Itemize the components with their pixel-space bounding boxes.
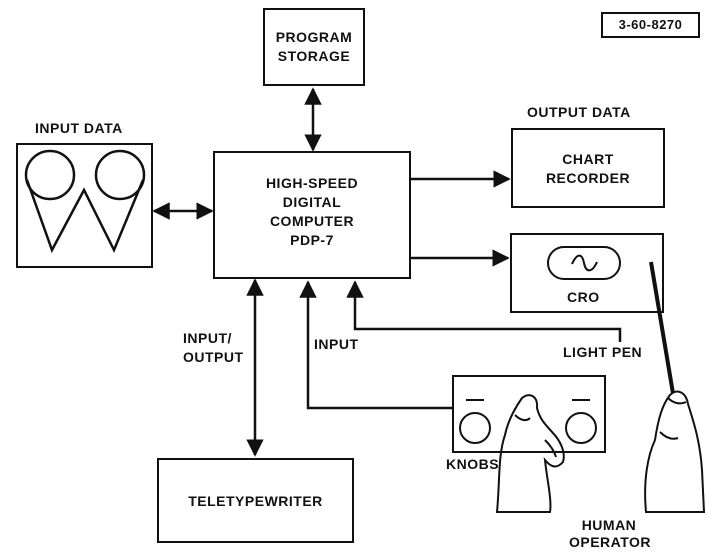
arrow-lightpen-computer [346, 280, 622, 342]
light-pen-label: LIGHT PEN [563, 344, 643, 360]
chart-recorder-line2: RECORDER [545, 170, 631, 186]
human-operator-line1: HUMAN [581, 517, 637, 533]
computer-box: HIGH-SPEED DIGITAL COMPUTER PDP-7 [213, 151, 411, 279]
chart-recorder-box: CHART RECORDER [511, 128, 665, 208]
computer-line2: DIGITAL [282, 194, 342, 210]
io-label-line2: OUTPUT [183, 349, 244, 365]
figure-id: 3-60-8270 [618, 17, 683, 32]
computer-line1: HIGH-SPEED [265, 175, 359, 191]
arrow-knobs-computer [299, 280, 452, 410]
tape-unit-box [16, 143, 153, 268]
teletypewriter-label: TELETYPEWRITER [188, 493, 323, 509]
input-label: INPUT [314, 336, 359, 352]
program-storage-line2: STORAGE [277, 48, 351, 64]
knob-panel-icon [459, 399, 597, 444]
io-label-line1: INPUT/ [183, 330, 232, 346]
operator-hands-icon [495, 390, 706, 513]
program-storage-line1: PROGRAM [275, 29, 353, 45]
output-data-label: OUTPUT DATA [527, 104, 631, 120]
cro-screen-icon [547, 246, 621, 280]
figure-id-tag: 3-60-8270 [601, 12, 700, 38]
cro-box [510, 233, 664, 313]
knobs-label: KNOBS [446, 456, 500, 472]
program-storage-box: PROGRAM STORAGE [263, 8, 365, 86]
tape-reels-icon [24, 149, 146, 254]
cro-label: CRO [567, 289, 600, 305]
computer-line3: COMPUTER [269, 213, 355, 229]
computer-line4: PDP-7 [290, 232, 334, 248]
knobs-panel-box [452, 375, 606, 453]
chart-recorder-line1: CHART [562, 151, 614, 167]
teletypewriter-box: TELETYPEWRITER [157, 458, 354, 543]
input-data-label: INPUT DATA [35, 120, 123, 136]
human-operator-line2: OPERATOR [568, 534, 652, 550]
